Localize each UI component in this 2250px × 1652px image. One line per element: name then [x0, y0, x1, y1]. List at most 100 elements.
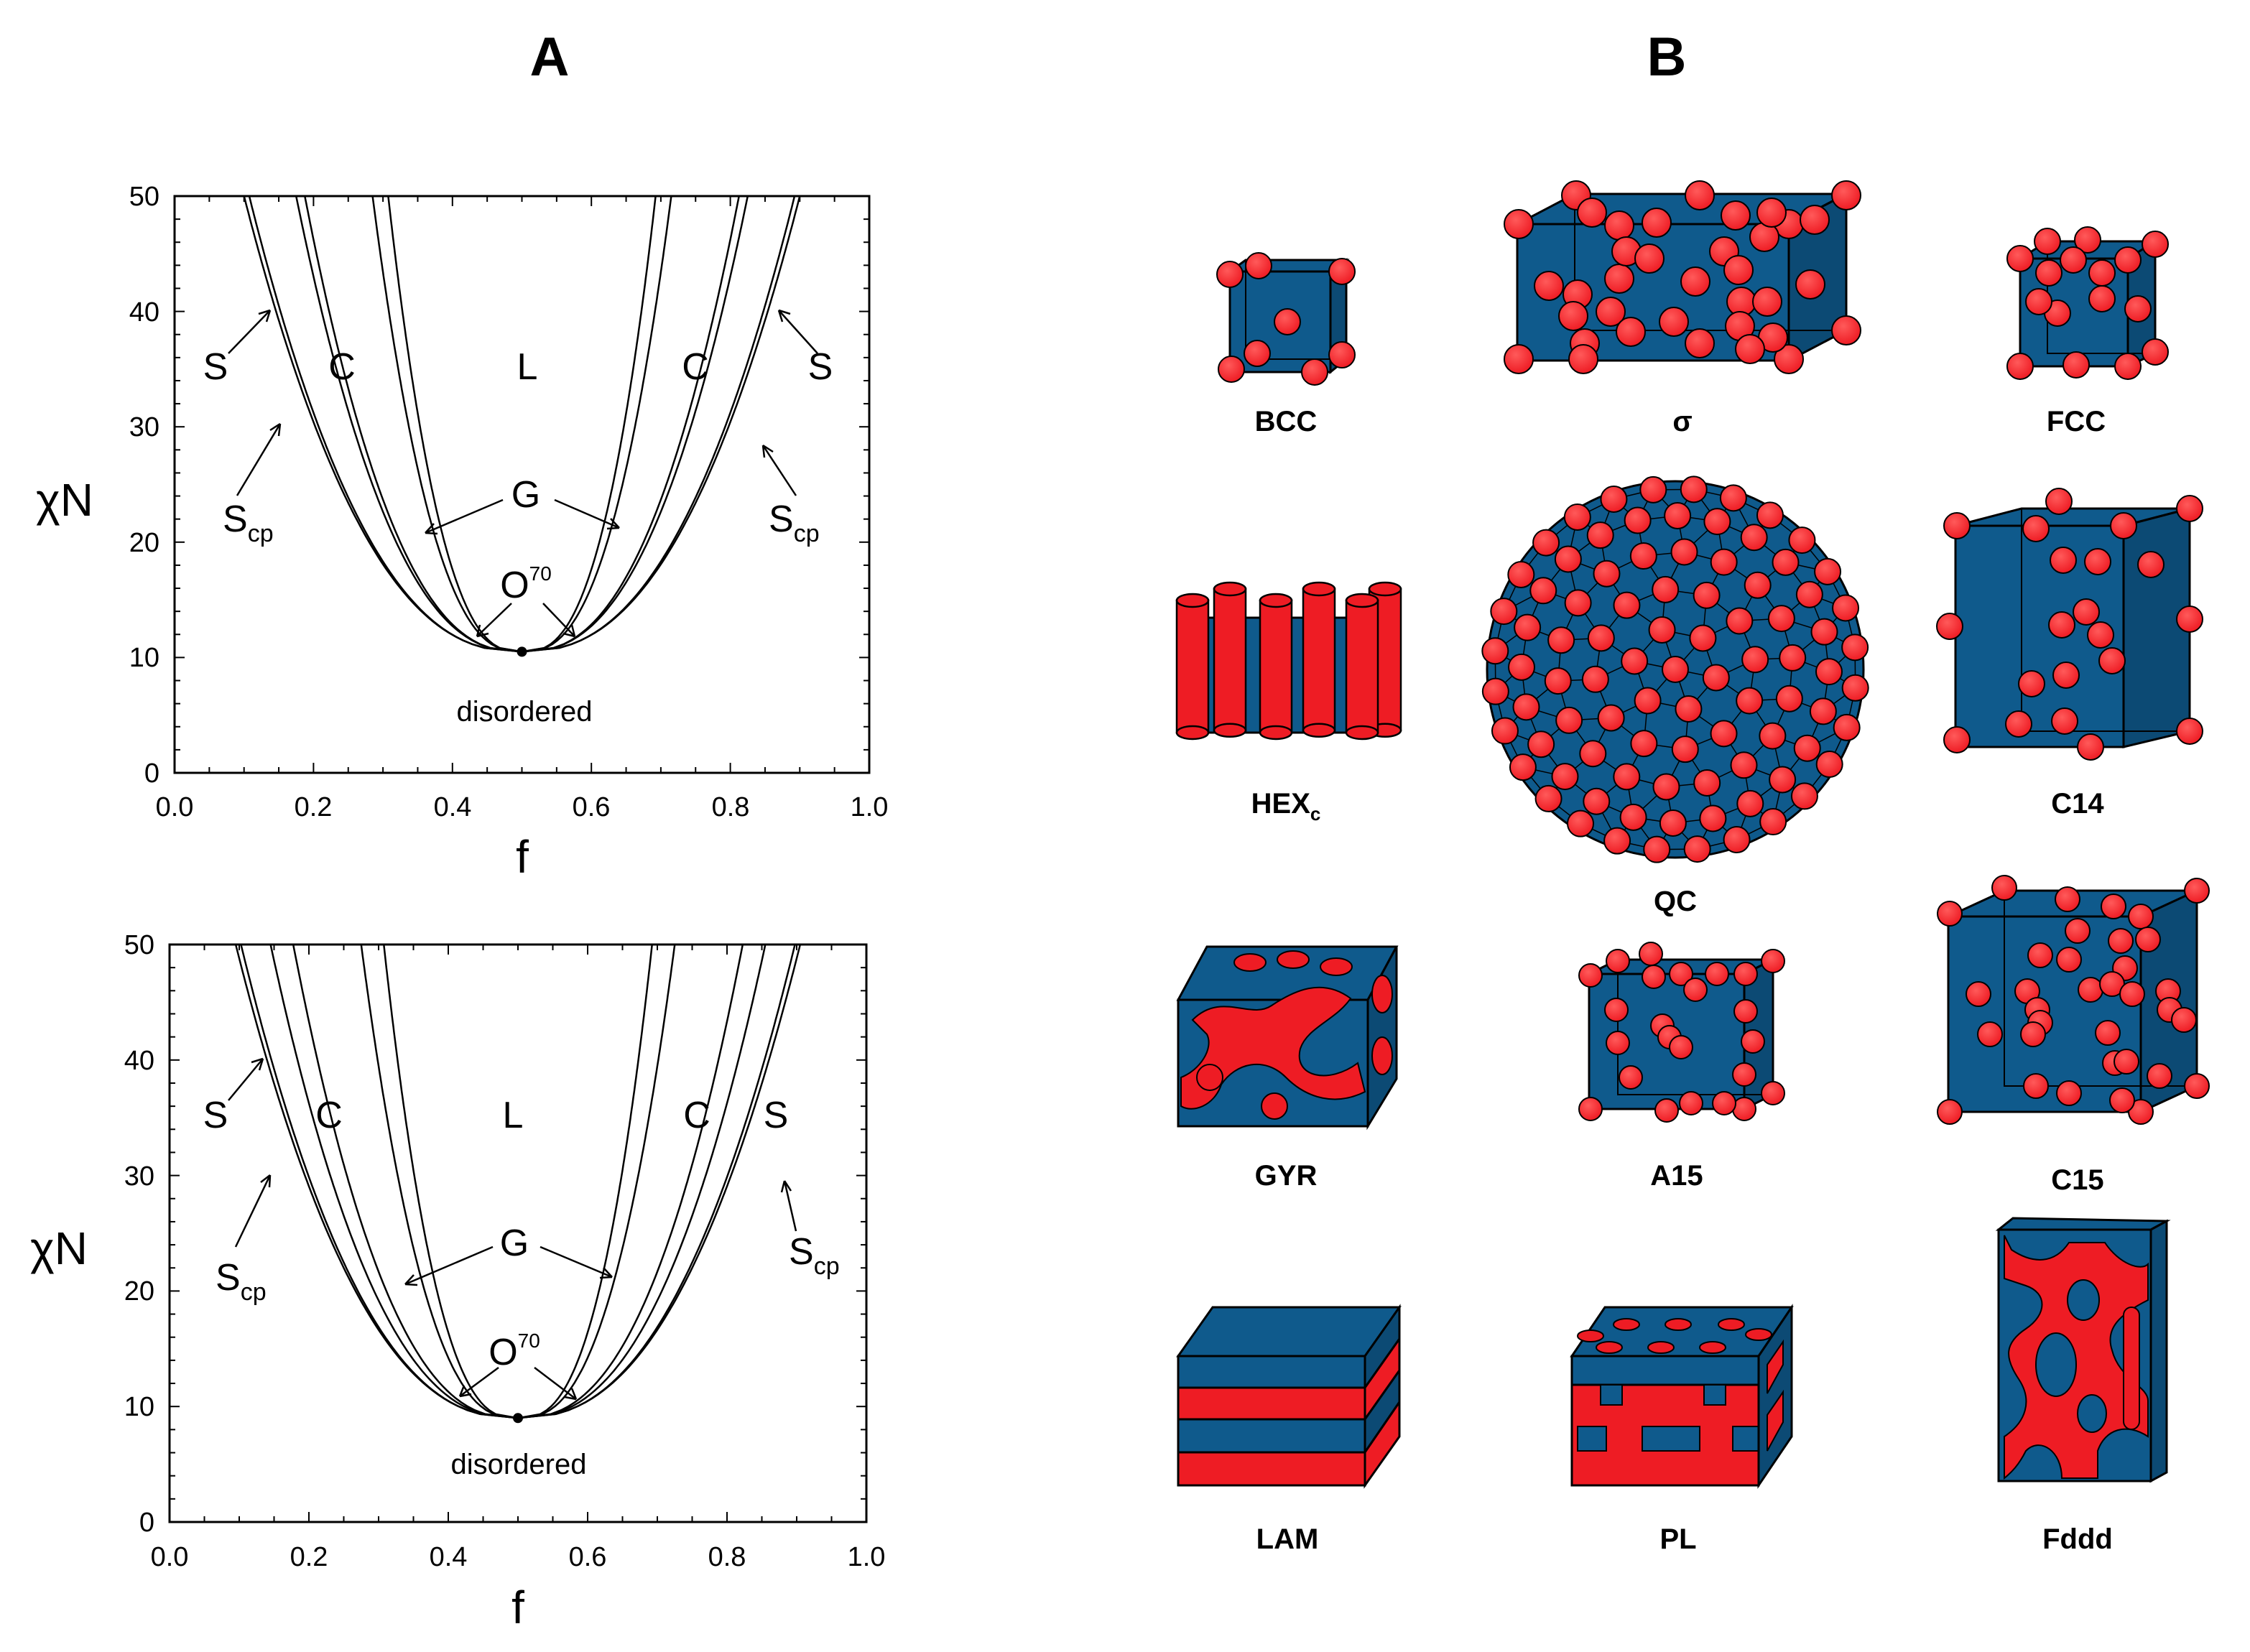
region-label-o: O70 [500, 562, 552, 606]
c15-structure-icon [1937, 875, 2210, 1125]
qc-sphere [1710, 720, 1738, 748]
pl-perforation [1647, 1341, 1675, 1354]
qc-sphere [1544, 667, 1572, 695]
critical-point [517, 646, 527, 657]
c15-sphere [2171, 1007, 2197, 1033]
qc-sphere [1600, 485, 1628, 513]
qc-sphere [1680, 475, 1708, 504]
scp-sub: cp [248, 520, 274, 547]
fcc-label: FCC [2047, 406, 2106, 437]
region-label-scp: Scp [789, 1231, 840, 1280]
phase-boundary-right [522, 195, 796, 653]
region-label-l: L [517, 346, 538, 388]
sigma-sphere [1831, 315, 1861, 345]
a15-sphere [1705, 962, 1729, 986]
c14-sphere [2045, 488, 2073, 515]
gyr-label: GYR [1255, 1160, 1318, 1192]
qc-sphere [1634, 687, 1662, 715]
sigma-sphere [1795, 269, 1825, 300]
qc-sphere [1744, 571, 1772, 599]
y-tick-label: 20 [124, 1276, 154, 1307]
fcc-sphere [2088, 259, 2116, 287]
a15-sphere [1733, 962, 1758, 986]
c15-sphere [2055, 886, 2080, 912]
y-axis-label: χN [36, 474, 93, 526]
qc-label: QC [1654, 886, 1697, 917]
region-label-g: G [511, 474, 540, 516]
qc-sphere [1613, 591, 1641, 619]
x-tick-label: 0.6 [573, 792, 611, 822]
fcc-sphere [2060, 246, 2087, 274]
qc-sphere [1741, 646, 1769, 674]
region-label-scp: Scp [223, 498, 274, 547]
fcc-sphere [2062, 351, 2090, 379]
c15-sphere [2020, 1021, 2046, 1047]
phase-diagram-top: 0.0 0.2 0.4 0.6 0.8 1.0 0 10 20 30 40 50… [36, 182, 888, 883]
sigma-sphere [1604, 264, 1634, 294]
qc-sphere [1815, 750, 1843, 778]
lamellar-icon [1176, 1304, 1402, 1489]
qc-sphere [1652, 575, 1680, 603]
sigma-sphere [1568, 344, 1598, 374]
c15-sphere [2078, 977, 2103, 1003]
y-tick-labels: 0 10 20 30 40 50 [129, 182, 159, 789]
x-tick-label: 0.2 [290, 1542, 328, 1572]
c14-sphere [1943, 512, 1971, 539]
c14-label: C14 [2051, 788, 2104, 820]
qc-sphere [1841, 634, 1869, 662]
qc-sphere [1726, 607, 1754, 635]
qc-sphere [1730, 751, 1758, 779]
qc-sphere [1613, 763, 1641, 791]
fcc-sphere [2006, 245, 2034, 272]
c14-sphere [2176, 605, 2203, 633]
qc-sphere [1586, 521, 1614, 549]
c15-sphere [2114, 1049, 2139, 1075]
phase-boundary-left [383, 944, 519, 1419]
sigma-sphere [1774, 344, 1804, 374]
c15-sphere [2065, 918, 2091, 944]
fcc-sphere [2142, 338, 2169, 366]
sigma-sphere [1800, 205, 1830, 235]
x-tick-label: 0.2 [295, 792, 333, 822]
c15-sphere [1937, 901, 1963, 927]
region-label-o: O70 [489, 1330, 540, 1373]
c15-sphere [2027, 942, 2053, 968]
hex-cylinder-base [1175, 725, 1210, 741]
hex-label: HEXc [1251, 788, 1321, 825]
c15-sphere [2108, 928, 2134, 954]
sigma-structure-icon [1504, 180, 1861, 374]
phase-boundaries [234, 944, 802, 1424]
qc-sphere [1775, 685, 1803, 713]
phase-boundary-right [517, 944, 653, 1419]
fcc-sphere [2114, 246, 2142, 274]
c14-sphere [2073, 598, 2100, 626]
qc-sphere [1603, 827, 1631, 855]
region-label-c: C [315, 1095, 343, 1136]
y-tick-label: 20 [129, 528, 159, 558]
bcc-structure-icon [1216, 252, 1356, 386]
c14-sphere [2098, 647, 2126, 674]
qc-sphere [1554, 545, 1582, 573]
x-tick-label: 0.4 [430, 1542, 468, 1572]
qc-sphere [1532, 529, 1560, 557]
sigma-sphere [1534, 271, 1564, 301]
phase-boundary-right [517, 944, 676, 1419]
y-tick-label: 10 [124, 1392, 154, 1422]
a15-sphere [1733, 999, 1758, 1024]
sigma-sphere [1558, 301, 1588, 331]
qc-sphere [1481, 637, 1509, 665]
lam-label: LAM [1256, 1523, 1319, 1555]
y-tick-label: 10 [129, 643, 159, 673]
qc-sphere [1529, 577, 1557, 605]
phase-boundary-right [522, 195, 749, 653]
a15-sphere [1619, 1065, 1643, 1090]
c15-sphere [1937, 1099, 1963, 1125]
a15-sphere [1683, 978, 1708, 1002]
qc-sphere [1769, 766, 1797, 794]
sigma-sphere [1680, 266, 1710, 297]
qc-sphere [1693, 581, 1721, 609]
qc-sphere [1699, 804, 1727, 832]
a15-sphere [1654, 1098, 1679, 1123]
c15-sphere [1991, 875, 2017, 901]
